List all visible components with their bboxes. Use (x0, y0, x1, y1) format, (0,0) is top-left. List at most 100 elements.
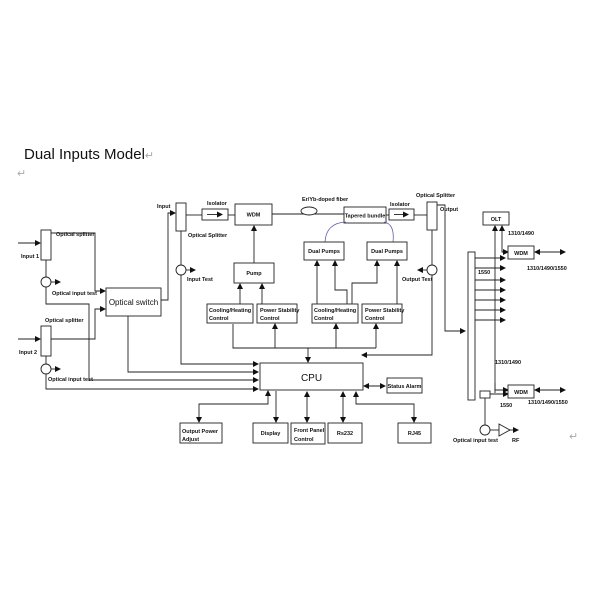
status-alarm-label: Status Alarm (388, 384, 422, 390)
output-power-adjust-label: Output Power (182, 429, 219, 435)
power-stability-2-label-2: Control (365, 316, 385, 322)
connector (180, 275, 259, 367)
wdm-bottom-label: WDM (514, 390, 528, 396)
output-label: Output (440, 207, 458, 213)
rj45-box (397, 422, 432, 444)
connector (361, 275, 433, 358)
cooling-heating-2-label-2: Control (314, 316, 334, 322)
power-stability-1-label-2: Control (260, 316, 280, 322)
coupler-box (479, 390, 491, 399)
w-1310-1490-bottom-label: 1310/1490 (495, 360, 521, 366)
wdm-main-label: WDM (247, 213, 261, 219)
connector (127, 316, 259, 375)
connector (45, 374, 259, 392)
connector (196, 390, 271, 423)
cpu-box (259, 362, 364, 391)
front-panel-control-box (290, 422, 326, 445)
tapered-bundle-label: Tapered bundle (345, 214, 386, 220)
connector (45, 287, 259, 383)
dual-pumps-1-label: Dual Pumps (308, 249, 340, 255)
w-1310-1490-top-label: 1310/1490 (508, 231, 534, 237)
connector (161, 210, 176, 301)
rf-label: RF (512, 438, 520, 444)
optical-input-test-2-port (40, 363, 52, 375)
connector (437, 204, 466, 334)
cpu-label: CPU (301, 373, 322, 384)
optical-splitter-1-label: Optical splitter (56, 232, 95, 238)
w-1310-1490-1550-bottom-label: 1310/1490/1550 (528, 400, 568, 406)
return-mark: ↵ (17, 168, 27, 180)
diagram-title: Dual Inputs Model↵ (24, 146, 154, 163)
rs232-label: Rs232 (337, 431, 353, 437)
output-power-adjust-label-2: Adjust (182, 437, 199, 443)
power-stability-2-label: Power Stability (365, 308, 405, 314)
output-power-adjust-box (179, 422, 223, 444)
optical-splitter-out (426, 201, 438, 231)
display-label: Display (261, 431, 282, 437)
front-panel-control-label: Front Panel (294, 428, 325, 434)
doped-fiber-coil-icon (300, 206, 318, 216)
optical-splitter-2 (40, 325, 52, 357)
amplifier-icon (498, 423, 511, 437)
dual-pumps-1-box (303, 241, 345, 261)
distribution-bar (467, 251, 476, 401)
power-stability-2-box (361, 303, 403, 324)
input2-label: Input 2 (19, 350, 37, 356)
output-test-label: Output Test (402, 277, 433, 283)
connector (51, 232, 106, 294)
cooling-heating-1-label: Cooling/Heating (209, 308, 251, 314)
isolator-1-label: Isolator (207, 201, 228, 207)
pump-label: Pump (246, 271, 262, 277)
optical-input-test-right-label: Optical input test (453, 438, 498, 444)
input-test-label: Input Test (187, 277, 213, 283)
optical-input-test-right-port (479, 424, 491, 436)
power-stability-1-label: Power Stability (260, 308, 300, 314)
cooling-heating-1-label-2: Control (209, 316, 229, 322)
title-text: Dual Inputs Model (24, 146, 145, 163)
connector (51, 306, 106, 340)
input1-label: Input 1 (21, 254, 39, 260)
wdm-top-label: WDM (514, 251, 528, 257)
olt-label: OLT (491, 217, 502, 223)
optical-input-test-1-label: Optical input test (52, 291, 97, 297)
dual-pumps-2-label: Dual Pumps (371, 249, 403, 255)
optical-switch-label: Optical switch (109, 298, 158, 307)
input-label: Input (157, 204, 171, 210)
output-test-port (426, 264, 438, 276)
w-1550-top-label: 1550 (478, 270, 490, 276)
optical-switch-box (105, 287, 162, 317)
connector (353, 391, 417, 423)
doped-fiber-label: Er/Yb-doped fiber (302, 197, 349, 203)
optical-input-test-1-port (40, 276, 52, 288)
connector (494, 383, 509, 393)
connector (332, 260, 348, 304)
cooling-heating-2-label: Cooling/Heating (314, 308, 356, 314)
pump-coupling-curve (383, 221, 394, 243)
input2-group: Optical splitter Input 2 Optical input t… (18, 318, 93, 383)
optical-splitter-2-label: Optical splitter (45, 318, 84, 324)
dual-pumps-2-box (366, 241, 408, 261)
w-1310-1490-1550-top-label: 1310/1490/1550 (527, 266, 567, 272)
connector (499, 225, 509, 255)
optical-splitter-1 (40, 229, 52, 261)
cooling-heating-1-box (206, 303, 254, 324)
rj45-label: RJ45 (408, 431, 421, 437)
input-test-port (175, 264, 187, 276)
return-mark: ↵ (144, 150, 155, 162)
input1-group: Optical splitter Input 1 Optical input t… (18, 229, 97, 297)
front-panel-control-label-2: Control (294, 437, 314, 443)
pump-coupling-curve (324, 221, 347, 243)
return-mark: ↵ (569, 431, 579, 443)
optical-splitter-mid (175, 202, 187, 232)
display-box (252, 422, 289, 444)
rs232-box (327, 422, 363, 444)
w-1550-bottom-label: 1550 (500, 403, 512, 409)
isolator-2-label: Isolator (390, 202, 411, 208)
connector (351, 260, 380, 304)
optical-input-test-2-label: Optical input test (48, 377, 93, 383)
connector (232, 323, 339, 349)
optical-splitter-out-label: Optical Splitter (416, 193, 456, 199)
optical-splitter-mid-label: Optical Splitter (188, 233, 228, 239)
distribution-outputs (475, 255, 506, 323)
